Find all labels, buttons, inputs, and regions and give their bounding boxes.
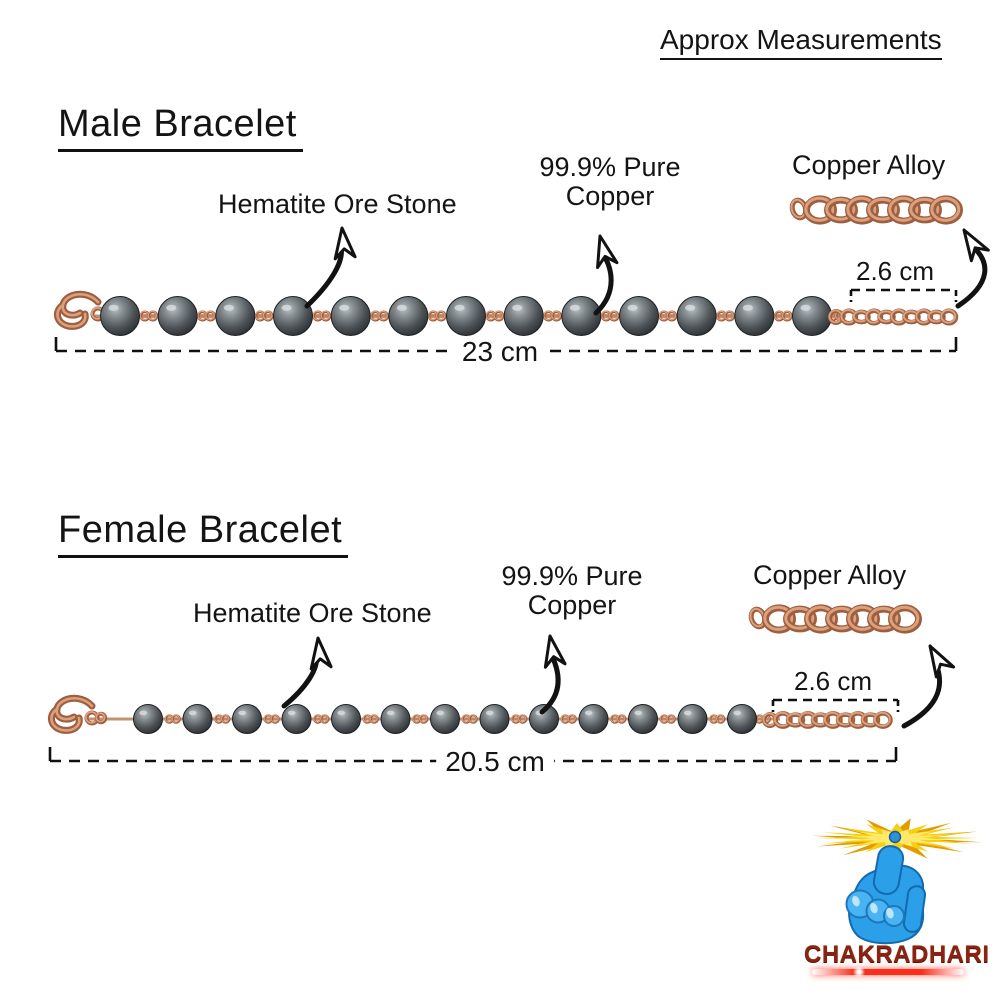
brand-name: CHAKRADHARI — [804, 941, 990, 968]
male-bracelet-graphic — [53, 290, 959, 336]
male-enlarged-chain — [789, 195, 963, 225]
male-extension-length: 2.6 cm — [856, 256, 935, 286]
female-extension-bracket — [771, 698, 900, 712]
male-annotation-arrows — [304, 226, 990, 316]
female-section-title: Female Bracelet — [58, 509, 349, 558]
female-copper-alloy-label: Copper Alloy — [753, 560, 907, 590]
female-enlarged-chain — [748, 604, 922, 634]
approx-measurements-title: Approx Measurements — [660, 24, 942, 60]
male-pure-copper-label: 99.9% Pure Copper — [539, 152, 681, 212]
female-hematite-label: Hematite Ore Stone — [193, 598, 432, 628]
male-measure-line — [54, 337, 958, 353]
male-total-length: 23 cm — [452, 336, 548, 368]
female-annotation-arrows — [281, 634, 956, 729]
male-hematite-label: Hematite Ore Stone — [218, 189, 457, 219]
brand-logo-graphic — [812, 818, 982, 945]
male-extension-bracket — [849, 288, 958, 302]
female-total-length: 20.5 cm — [436, 746, 554, 778]
female-pure-copper-label: 99.9% Pure Copper — [501, 561, 643, 621]
female-bracelet-graphic — [47, 694, 893, 734]
male-copper-alloy-label: Copper Alloy — [792, 150, 946, 180]
male-section-title: Male Bracelet — [58, 103, 303, 152]
sparkle-icon — [851, 965, 866, 979]
red-flare-underline — [812, 965, 964, 979]
female-extension-length: 2.6 cm — [794, 666, 873, 696]
